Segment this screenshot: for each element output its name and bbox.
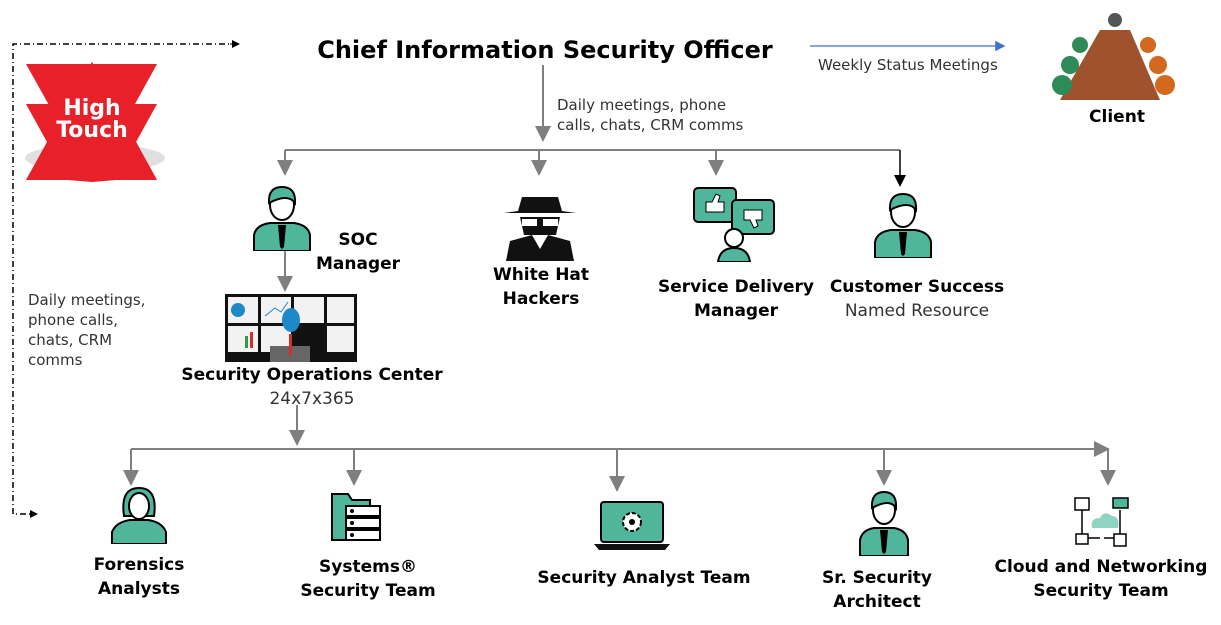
label-line: Security Team [1033,581,1169,601]
label-line: Cloud and Networking [994,557,1208,577]
left-comms-line: Daily meetings, [28,291,146,309]
left-comms-line: comms [28,351,83,369]
sdm-label: Service Delivery Manager [658,275,814,323]
weekly-status-label: Weekly Status Meetings [818,56,998,74]
feedback-manager-icon [693,187,775,262]
label-line: Sr. Security [822,568,932,588]
ciso-comms-line: Daily meetings, phone [557,96,727,114]
client-meeting-icon [1052,13,1175,100]
architect-label: Sr. Security Architect [822,566,932,614]
high-touch-label: High Touch [52,98,132,142]
soc-sub: 24x7x365 [269,389,355,409]
customer-success-icon [874,192,932,258]
soc-monitor-wall-icon [225,294,357,362]
ciso-comms-text: Daily meetings, phone calls, chats, CRM … [557,95,743,135]
client-label: Client [1089,107,1145,127]
white-hat-label: White Hat Hackers [493,263,589,311]
architect-icon [859,490,909,556]
ciso-comms-line: calls, chats, CRM comms [557,116,744,134]
server-folder-icon [331,493,381,541]
left-comms-line: phone calls, [28,311,119,329]
cs-title: Customer Success [829,277,1005,297]
soc-manager-icon [253,185,311,251]
label-line: Manager [693,301,779,321]
label-line: Service Delivery [658,277,814,297]
forensics-analyst-icon [111,486,167,544]
systems-label: Systems® Security Team [300,555,435,603]
soc-title: Security Operations Center [181,365,443,385]
label-line: Forensics [93,555,185,575]
cs-sub: Named Resource [844,301,990,321]
dashdot-loop [12,43,238,515]
label-line: SOC [338,230,378,250]
left-comms-line: chats, CRM [28,331,113,349]
badge-line1: High [63,96,121,121]
laptop-gear-icon [594,501,670,550]
badge-line2: Touch [56,118,128,143]
ciso-title: Chief Information Security Officer [317,36,773,64]
customer-success-label: Customer Success Named Resource [830,275,1004,323]
label-line: White Hat [492,265,590,285]
forensics-label: Forensics Analysts [94,553,185,601]
label-line: Systems® [319,557,417,577]
label-line: Architect [833,592,921,612]
label-line: Analysts [97,579,181,599]
cloud-networking-label: Cloud and Networking Security Team [995,555,1208,603]
label-line: Security Team [300,581,436,601]
soc-label: Security Operations Center 24x7x365 [181,363,442,411]
label-line: Manager [315,254,401,274]
label-line: Hackers [502,289,580,309]
high-touch-star [25,62,165,182]
left-comms-text: Daily meetings, phone calls, chats, CRM … [28,290,145,370]
cloud-network-icon [1074,497,1129,547]
security-analyst-label: Security Analyst Team [537,568,751,588]
soc-manager-label: SOC Manager [316,228,400,276]
hacker-icon [504,197,576,261]
